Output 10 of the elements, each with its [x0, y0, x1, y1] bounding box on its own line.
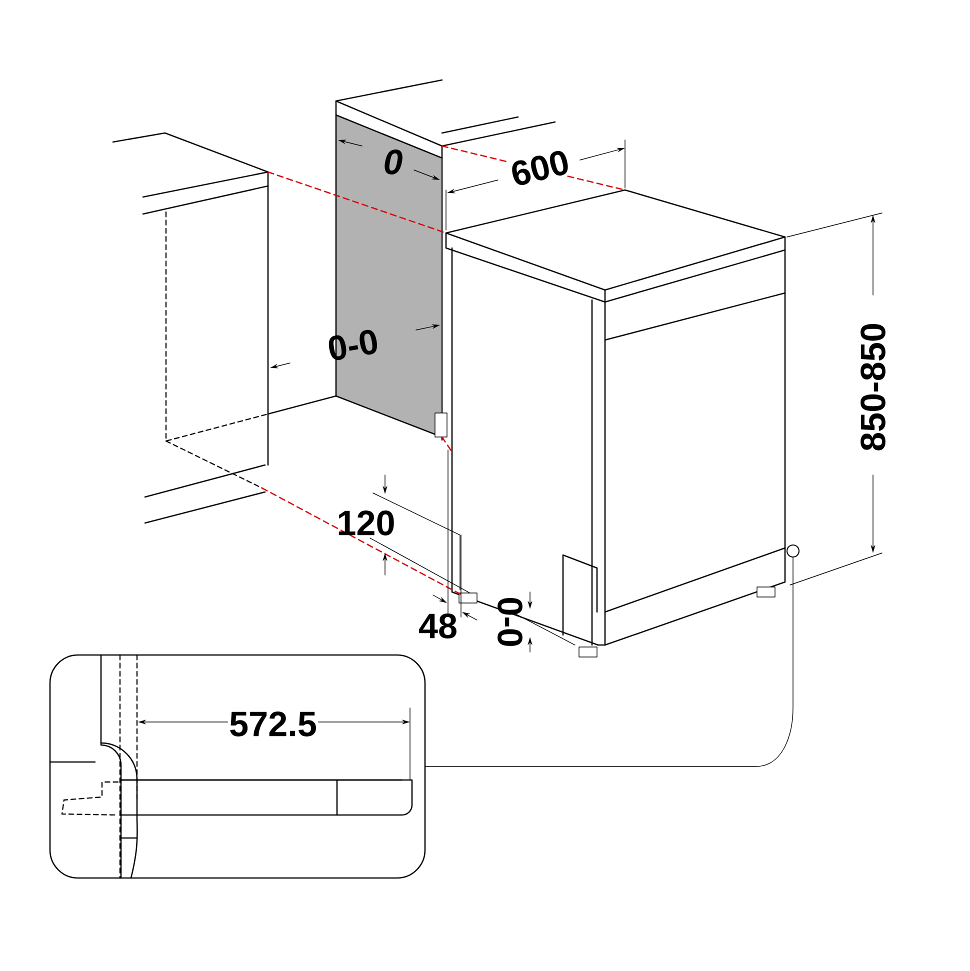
dimension-label: 0: [384, 150, 402, 174]
dimension-label: 572.5: [228, 710, 318, 738]
leader-line: [425, 557, 794, 767]
dimension-label: 850-850: [860, 324, 886, 450]
dimension-label: 48: [419, 614, 456, 638]
callout-circle: [786, 544, 800, 558]
dimension-label: 600: [507, 147, 573, 189]
dimension-label: 0-0: [498, 598, 522, 646]
dimension-label: 0-0: [328, 330, 378, 360]
dimension-label: 120: [338, 510, 394, 536]
